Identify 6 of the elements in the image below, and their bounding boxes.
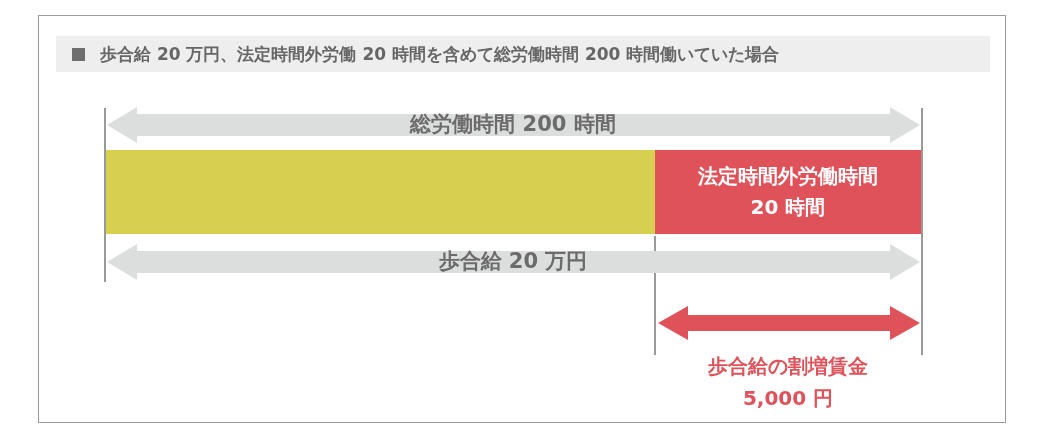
dimension-label: 総労働時間 200 時間 bbox=[408, 111, 617, 138]
bar-segment bbox=[106, 150, 655, 234]
bar-segment: 法定時間外労働時間 20 時間 bbox=[655, 150, 921, 234]
title: 歩合給 20 万円、法定時間外労働 20 時間を含めて総労働時間 200 時間働いていた場合 bbox=[100, 43, 780, 66]
dimension-label: 歩合給 20 万円 bbox=[437, 248, 589, 275]
dimension-label: 歩合給の割増賃金 5,000 円 bbox=[707, 353, 869, 412]
